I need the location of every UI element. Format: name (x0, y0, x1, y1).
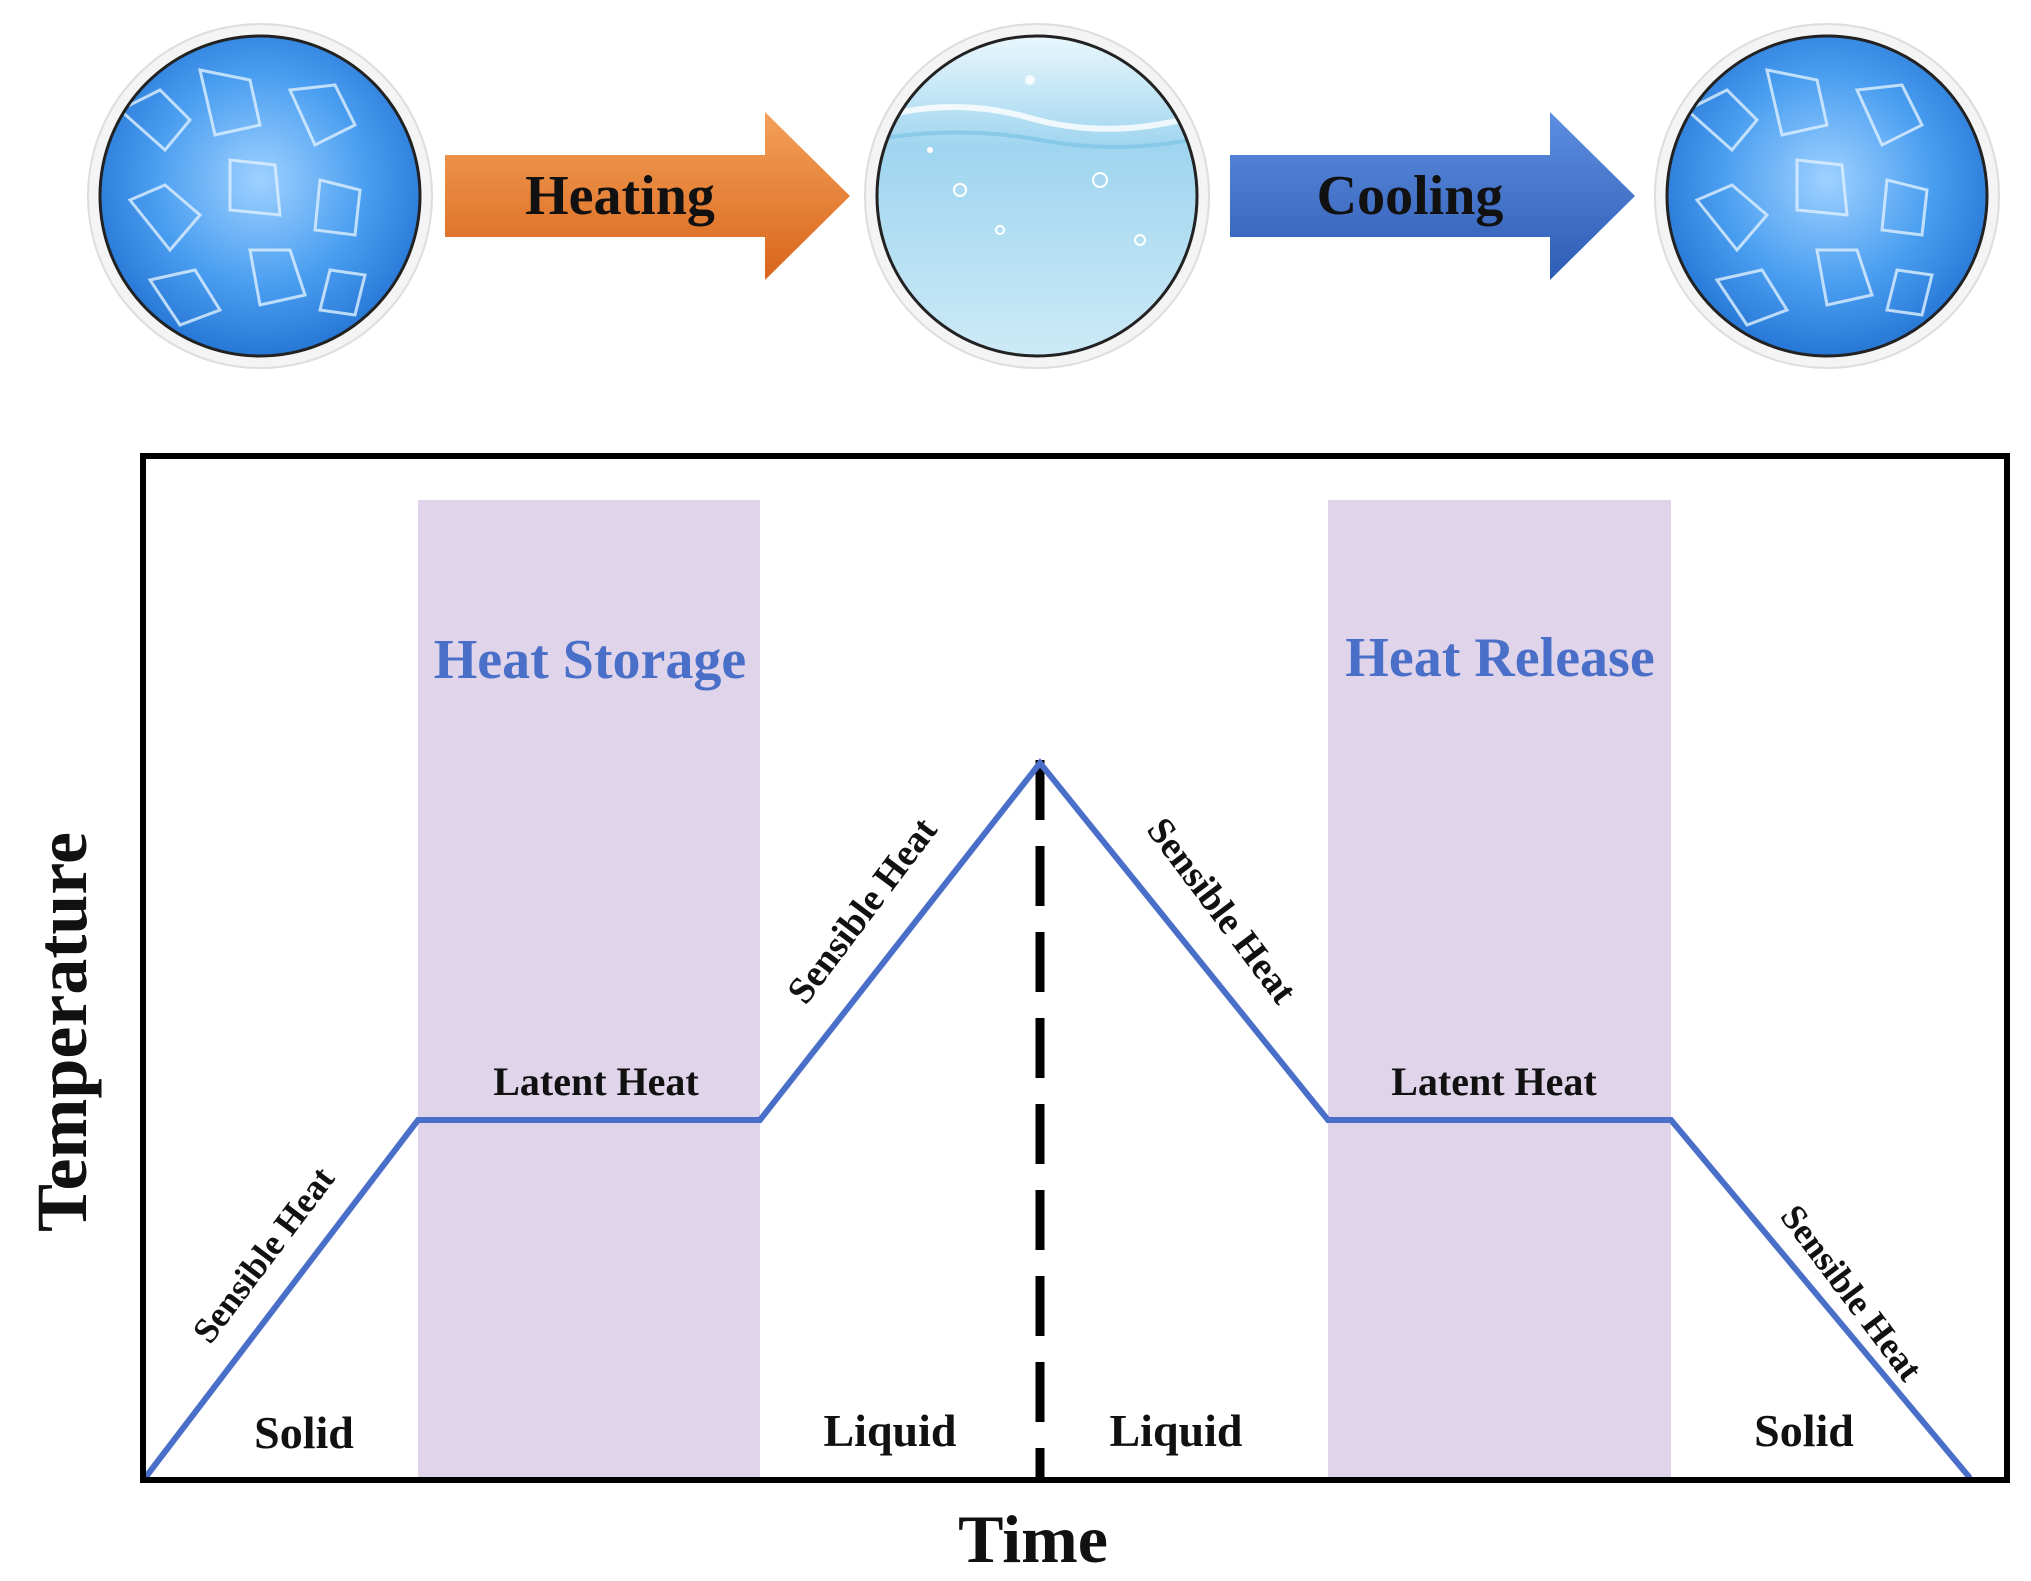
solid-ice-image (87, 23, 433, 369)
cooling-label: Cooling (1317, 165, 1504, 227)
solid-label-right: Solid (1754, 1405, 1854, 1456)
heat-storage-band (418, 500, 760, 1478)
heat-release-title: Heat Release (1345, 627, 1654, 689)
heating-label: Heating (525, 165, 715, 227)
heat-release-band (1328, 500, 1671, 1478)
chart-frame (140, 453, 2010, 1483)
process-row: Heating Cooling (87, 23, 2000, 369)
heating-arrow: Heating (445, 112, 850, 280)
latent-heat-label-2: Latent Heat (1391, 1059, 1597, 1104)
y-axis-label: Temperature (22, 832, 102, 1232)
heat-storage-title: Heat Storage (434, 629, 747, 691)
solid-label-left: Solid (254, 1407, 354, 1458)
liquid-label-left: Liquid (824, 1405, 957, 1456)
liquid-label-right: Liquid (1110, 1405, 1243, 1456)
latent-heat-label-1: Latent Heat (493, 1059, 699, 1104)
solid-ice-image-2 (1654, 23, 2000, 369)
x-axis-label: Time (958, 1501, 1108, 1577)
temperature-curve (142, 758, 1973, 1480)
sensible-heat-label-3: Sensible Heat (1138, 810, 1305, 1012)
sensible-heat-label-4: Sensible Heat (1773, 1197, 1931, 1388)
liquid-water-image (864, 23, 1210, 369)
temperature-time-chart: Heat Storage Heat Release Sensible Heat … (22, 453, 2010, 1577)
cooling-arrow: Cooling (1230, 112, 1635, 280)
